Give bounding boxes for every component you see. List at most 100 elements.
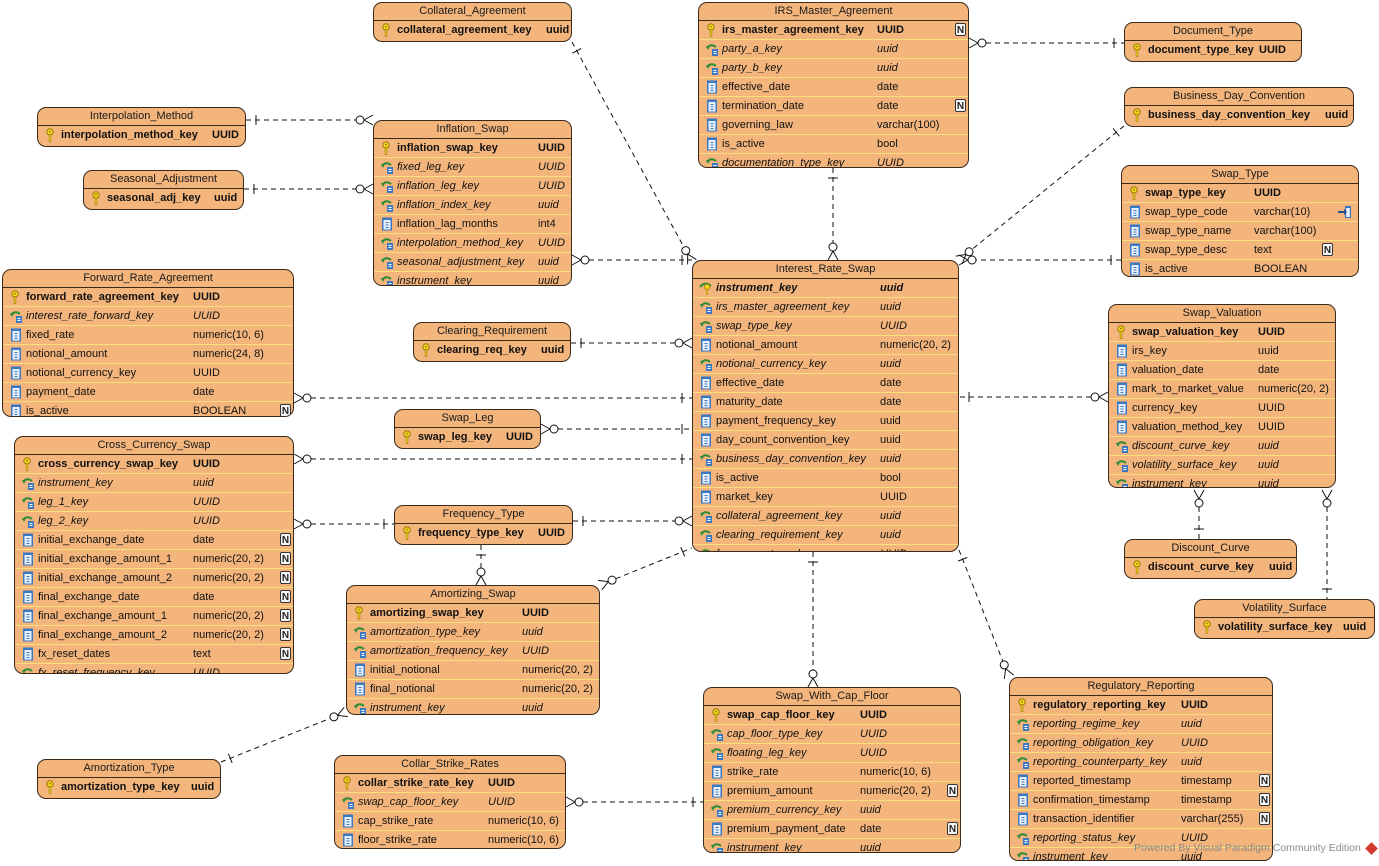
relationship-connector[interactable]: [565, 796, 703, 808]
relationship-connector[interactable]: [598, 546, 693, 590]
relationship-connector[interactable]: [246, 114, 374, 126]
relationship-connector[interactable]: [571, 337, 693, 349]
relationship-connector[interactable]: [571, 254, 692, 266]
relationship-connector[interactable]: [475, 545, 487, 586]
relationship-connector[interactable]: [244, 183, 374, 195]
relationship-connector[interactable]: [1193, 489, 1205, 539]
relationship-connector[interactable]: [807, 552, 819, 688]
relationship-connector[interactable]: [1321, 489, 1333, 599]
relationship-connector[interactable]: [293, 518, 394, 530]
relationship-connector[interactable]: [573, 515, 693, 527]
relationship-connector[interactable]: [571, 41, 697, 265]
relationship-connector[interactable]: [293, 392, 692, 404]
relationship-connector[interactable]: [293, 453, 692, 465]
relationship-connector[interactable]: [540, 423, 692, 435]
